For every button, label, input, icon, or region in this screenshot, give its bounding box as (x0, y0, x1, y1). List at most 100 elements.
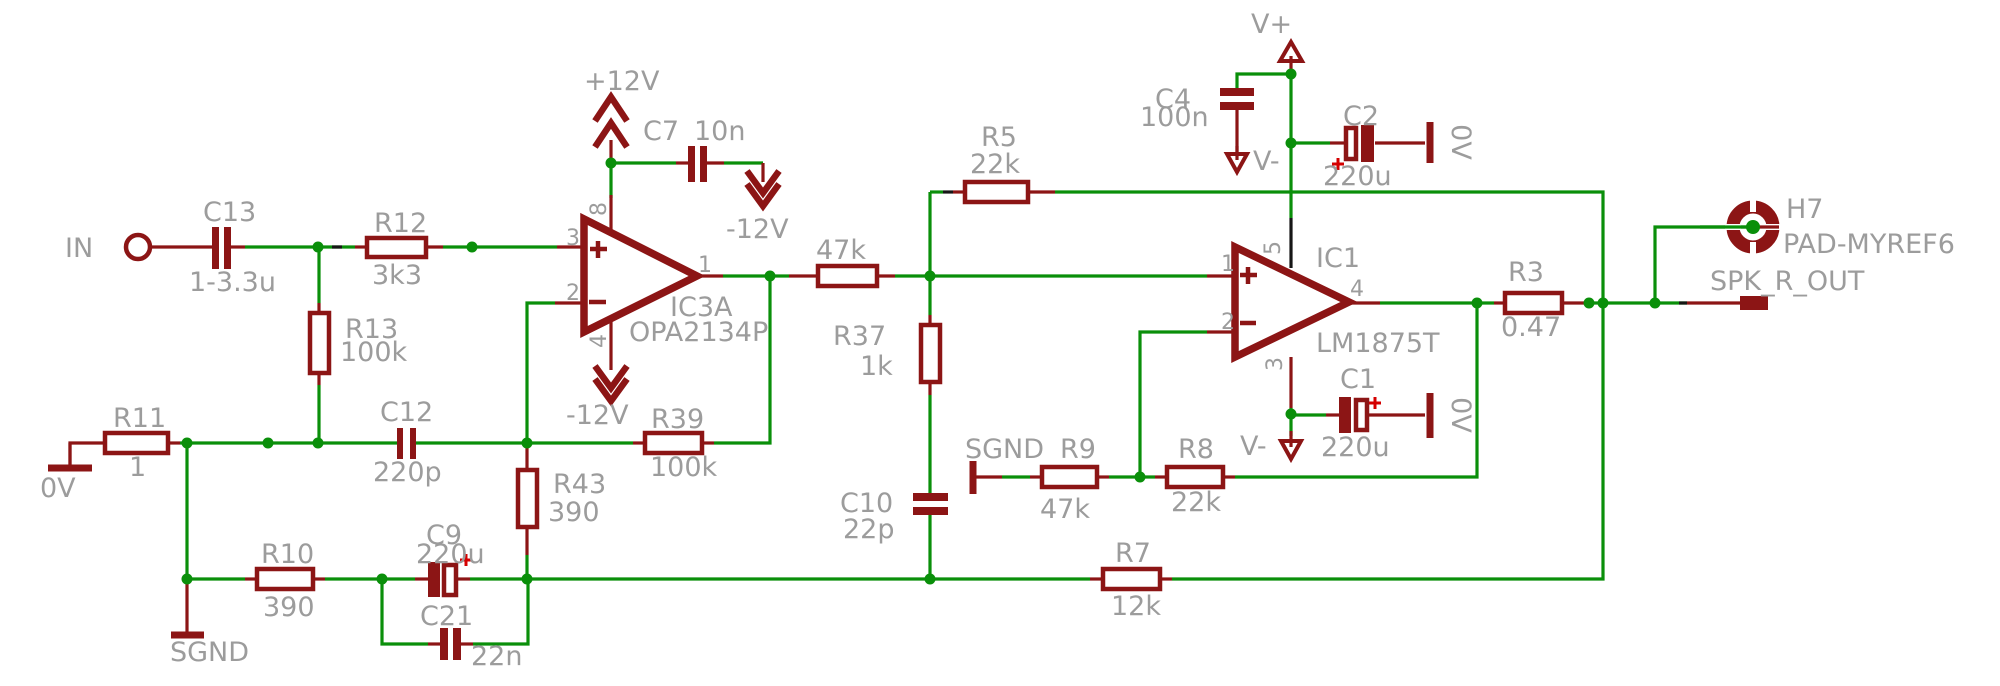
text-labels: IN C13 1-3.3u R12 3k3 R13 100k R11 1 0V … (40, 9, 1955, 672)
pin-number: 1 (1221, 252, 1235, 277)
component-name: R3 (1508, 257, 1544, 288)
junction-dot (605, 157, 617, 169)
component-part: OPA2134P (629, 317, 768, 348)
junction-dot (924, 270, 936, 282)
resistor-R8 (1164, 464, 1226, 490)
junction-dot (312, 241, 324, 253)
pad-H7-center-dot (1746, 220, 1760, 234)
component-value: 1k (860, 351, 893, 382)
junction-dot (376, 573, 388, 585)
resistor-R5 (962, 179, 1031, 205)
plus12v-supply-icon (592, 91, 630, 123)
ground-label: 0V (1445, 124, 1476, 160)
component-name: C9 (426, 520, 462, 551)
capacitor-C21 (440, 628, 448, 660)
net-wires (180, 70, 1747, 646)
component-name: R7 (1115, 538, 1151, 569)
supply-label: V- (1253, 146, 1280, 177)
wire-segment (380, 579, 428, 646)
minus12v-supply-icon (744, 182, 782, 212)
capacitor-C2-neg-plate (1361, 125, 1374, 162)
component-name: C7 (643, 116, 679, 147)
capacitor-C7 (688, 146, 695, 182)
component-value: 220u (1321, 432, 1390, 463)
pads (123, 196, 1781, 310)
supply-label: -12V (726, 214, 789, 245)
minus12v-supply-icon (592, 377, 630, 407)
junction-dot (312, 437, 324, 449)
component-name: C4 (1155, 84, 1191, 115)
component-value: 220u (1323, 161, 1392, 192)
junction-dot (924, 573, 936, 585)
wire-segment (1235, 72, 1291, 88)
component-name: C13 (203, 197, 256, 228)
resistor-R11 (102, 430, 171, 456)
wire-segment (525, 301, 555, 443)
component-name: R5 (981, 122, 1017, 153)
junction-dot (1285, 408, 1297, 420)
component-name: H7 (1786, 194, 1823, 225)
junction-dot (1583, 297, 1595, 309)
resistor-R43 (515, 467, 540, 530)
component-name: C1 (1340, 364, 1376, 395)
wire-feedback-loop (1055, 190, 1605, 581)
capacitor-C9-neg-plate (428, 562, 440, 597)
plus12v-supply-icon (592, 117, 630, 149)
component-value: 22k (1171, 487, 1221, 518)
capacitor-C12 (397, 428, 403, 459)
spk-out-stub-icon (1740, 296, 1768, 310)
capacitor-C4 (1220, 88, 1254, 96)
net-label-spk-out: SPK_R_OUT (1710, 266, 1865, 297)
junction-dot (1649, 297, 1661, 309)
junction-dots (181, 68, 1760, 585)
capacitor-C10 (913, 507, 948, 515)
component-name: IC1 (1316, 243, 1360, 274)
component-name: R11 (113, 403, 166, 434)
supply-label: V+ (1251, 9, 1292, 40)
component-value: 100k (340, 337, 408, 368)
junction-dot (764, 270, 776, 282)
pin-number: 4 (587, 334, 612, 348)
pin-number: 3 (1263, 357, 1288, 371)
ground-label: SGND (170, 637, 249, 668)
supply-label: -12V (566, 400, 629, 431)
resistor-R39 (642, 430, 705, 456)
pin-number: 5 (1261, 241, 1286, 255)
resistors (102, 179, 1565, 592)
component-value: 22p (843, 514, 895, 545)
opamps (580, 212, 1358, 363)
component-value: 1 (129, 452, 146, 483)
pin-number: 3 (566, 226, 580, 251)
component-value: 10n (694, 116, 745, 147)
component-part: LM1875T (1316, 328, 1440, 359)
resistor-47k (815, 263, 880, 289)
component-name: C21 (420, 601, 473, 632)
component-value: 100n (1140, 102, 1209, 133)
ground-label: SGND (965, 434, 1044, 465)
resistor-R12 (364, 235, 429, 260)
component-name: R43 (553, 469, 606, 500)
component-value: 22n (471, 641, 522, 672)
component-name: C12 (380, 397, 433, 428)
component-value: 3k3 (372, 260, 422, 291)
net-label-in: IN (65, 233, 93, 264)
symbol-wires (68, 110, 1740, 646)
capacitor-C10 (913, 493, 948, 501)
resistor-R7 (1100, 566, 1163, 592)
capacitor-C4 (1220, 102, 1254, 110)
power-symbols (48, 38, 1434, 639)
capacitor-C9-pos-plate (441, 562, 459, 598)
component-value: 22k (970, 149, 1020, 180)
component-value: 390 (263, 592, 315, 623)
pin-number: 2 (566, 281, 580, 306)
opamp-IC3A (580, 212, 706, 339)
component-value: 47k (1040, 494, 1090, 525)
junction-dot (1285, 68, 1297, 80)
wire-segment (1138, 330, 1207, 477)
junction-dot (466, 241, 478, 253)
junction-dot (262, 437, 274, 449)
capacitor-C1-pos-plate (1353, 397, 1370, 433)
minus12v-supply-icon (744, 169, 782, 199)
resistor-R9 (1039, 464, 1100, 490)
junction-dot (181, 437, 193, 449)
